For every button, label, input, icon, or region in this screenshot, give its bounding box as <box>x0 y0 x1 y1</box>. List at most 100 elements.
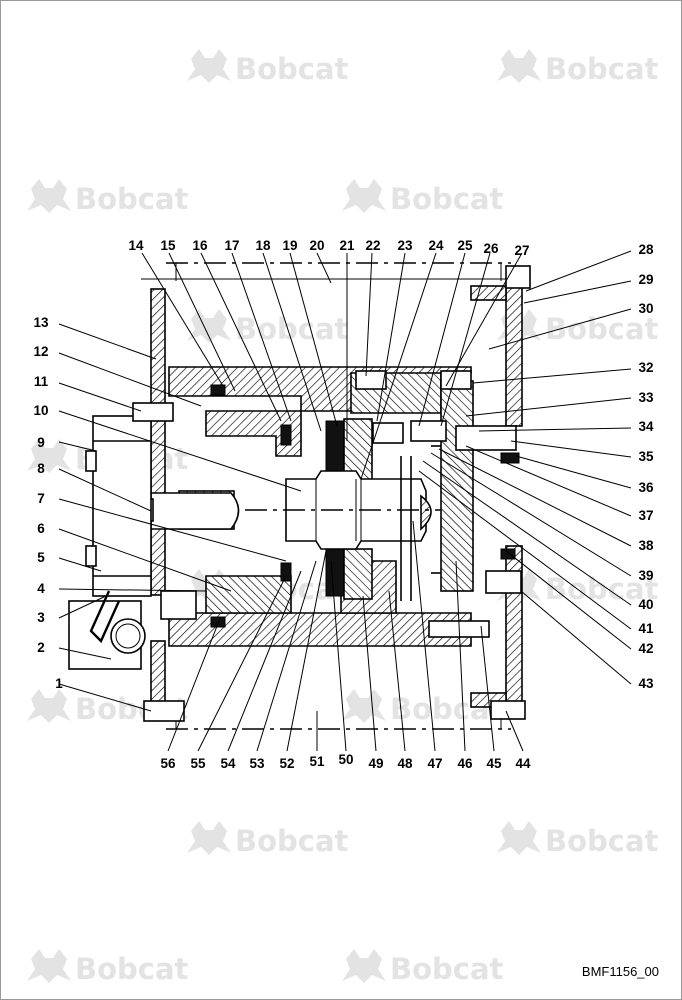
callout-right-1: 29 <box>638 272 653 287</box>
watermark-logo: Bobcat <box>342 179 504 216</box>
callout-top-13: 27 <box>514 243 529 258</box>
callout-top-0: 14 <box>128 238 144 253</box>
callout-left-8: 5 <box>37 550 45 565</box>
watermark-logo: Bobcat <box>27 949 189 986</box>
callout-bottom-8: 48 <box>397 756 413 771</box>
callout-right-12: 41 <box>638 621 654 636</box>
watermark-text: Bobcat <box>235 824 349 858</box>
callout-right-8: 37 <box>638 508 653 523</box>
watermark-text: Bobcat <box>545 572 659 606</box>
callout-right-4: 33 <box>638 390 654 405</box>
callout-top-7: 21 <box>339 238 355 253</box>
callout-right-6: 35 <box>638 449 654 464</box>
bobcat-head-icon <box>187 309 231 343</box>
callout-top-2: 16 <box>192 238 208 253</box>
watermark-dot <box>649 335 653 339</box>
callout-top-8: 22 <box>365 238 380 253</box>
callout-top-10: 24 <box>428 238 444 253</box>
callout-right-5: 34 <box>638 419 654 434</box>
watermark-text: Bobcat <box>545 824 659 858</box>
callout-right-14: 43 <box>638 676 654 691</box>
callout-right: 28 29 30 32 33 34 35 36 37 38 39 40 41 4… <box>638 242 654 691</box>
callout-bottom-12: 44 <box>515 756 531 771</box>
bobcat-head-icon <box>27 689 71 723</box>
callout-bottom-10: 46 <box>457 756 473 771</box>
watermark-logo: Bobcat <box>342 689 504 726</box>
callout-right-11: 40 <box>638 597 653 612</box>
callout-bottom-7: 49 <box>368 756 383 771</box>
bobcat-head-icon <box>342 949 386 983</box>
callout-left-12: 1 <box>55 676 63 691</box>
bobcat-head-icon <box>342 689 386 723</box>
watermark-dot <box>339 847 343 851</box>
watermark-dot <box>649 75 653 79</box>
bobcat-head-icon <box>27 949 71 983</box>
watermark-dot <box>179 465 183 469</box>
callout-left-4: 9 <box>37 435 45 450</box>
watermark-logo: Bobcat <box>497 49 659 86</box>
watermark-text: Bobcat <box>545 52 659 86</box>
callout-right-7: 36 <box>638 480 654 495</box>
bobcat-head-icon <box>342 179 386 213</box>
callout-bottom-6: 50 <box>338 752 353 767</box>
callout-top-5: 19 <box>282 238 297 253</box>
bobcat-head-icon <box>497 49 541 83</box>
bobcat-head-icon <box>27 439 71 473</box>
watermark-text: Bobcat <box>75 952 189 986</box>
watermark-dot <box>494 975 498 979</box>
callout-bottom-2: 54 <box>220 756 236 771</box>
watermark-dot <box>179 205 183 209</box>
watermark-dot <box>179 975 183 979</box>
watermark-logo: Bobcat <box>342 949 504 986</box>
callout-top-3: 17 <box>224 238 239 253</box>
callout-top-12: 26 <box>483 241 499 256</box>
callout-left-1: 12 <box>33 344 48 359</box>
callout-right-3: 32 <box>638 360 653 375</box>
housing-section <box>68 265 531 722</box>
callout-left-2: 11 <box>34 374 49 389</box>
callout-left-9: 4 <box>37 581 45 596</box>
watermark-dot <box>339 335 343 339</box>
watermark-logo: Bobcat <box>497 821 659 858</box>
callout-bottom-1: 55 <box>190 756 206 771</box>
callout-right-13: 42 <box>638 641 653 656</box>
callout-left-10: 3 <box>37 610 45 625</box>
callout-top-6: 20 <box>309 238 324 253</box>
watermark-dot <box>494 205 498 209</box>
callout-left-6: 7 <box>37 491 45 506</box>
callout-left-7: 6 <box>37 521 45 536</box>
watermark-logo: Bobcat <box>187 821 349 858</box>
watermark-logo: Bobcat <box>27 179 189 216</box>
callout-bottom-3: 53 <box>249 756 265 771</box>
callout-right-10: 39 <box>638 568 653 583</box>
callout-left: 13 12 11 10 9 8 7 6 5 4 3 2 1 <box>33 315 63 691</box>
callout-left-0: 13 <box>33 315 49 330</box>
watermark-text: Bobcat <box>235 52 349 86</box>
callout-top: 14 15 16 17 18 19 20 21 22 23 24 25 26 2… <box>128 238 529 258</box>
bobcat-head-icon <box>187 821 231 855</box>
callout-bottom: 56 55 54 53 52 51 50 49 48 47 46 45 44 <box>160 752 531 771</box>
watermark-dot <box>649 847 653 851</box>
callout-bottom-4: 52 <box>279 756 294 771</box>
bobcat-head-icon <box>497 821 541 855</box>
callout-right-9: 38 <box>638 538 654 553</box>
bobcat-head-icon <box>187 49 231 83</box>
watermark-text: Bobcat <box>390 182 504 216</box>
callout-top-9: 23 <box>397 238 413 253</box>
watermark-logo: Bobcat <box>187 49 349 86</box>
callout-top-11: 25 <box>457 238 473 253</box>
figure-code: BMF1156_00 <box>582 964 659 979</box>
watermark-text: Bobcat <box>390 952 504 986</box>
callout-right-2: 30 <box>638 301 653 316</box>
watermark-text: Bobcat <box>75 182 189 216</box>
callout-right-0: 28 <box>638 242 654 257</box>
leader-lines <box>58 250 632 752</box>
callout-bottom-9: 47 <box>427 756 442 771</box>
bobcat-head-icon <box>27 179 71 213</box>
watermark-dot <box>339 75 343 79</box>
callout-bottom-0: 56 <box>160 756 176 771</box>
watermark-dot <box>649 595 653 599</box>
callout-top-1: 15 <box>160 238 176 253</box>
